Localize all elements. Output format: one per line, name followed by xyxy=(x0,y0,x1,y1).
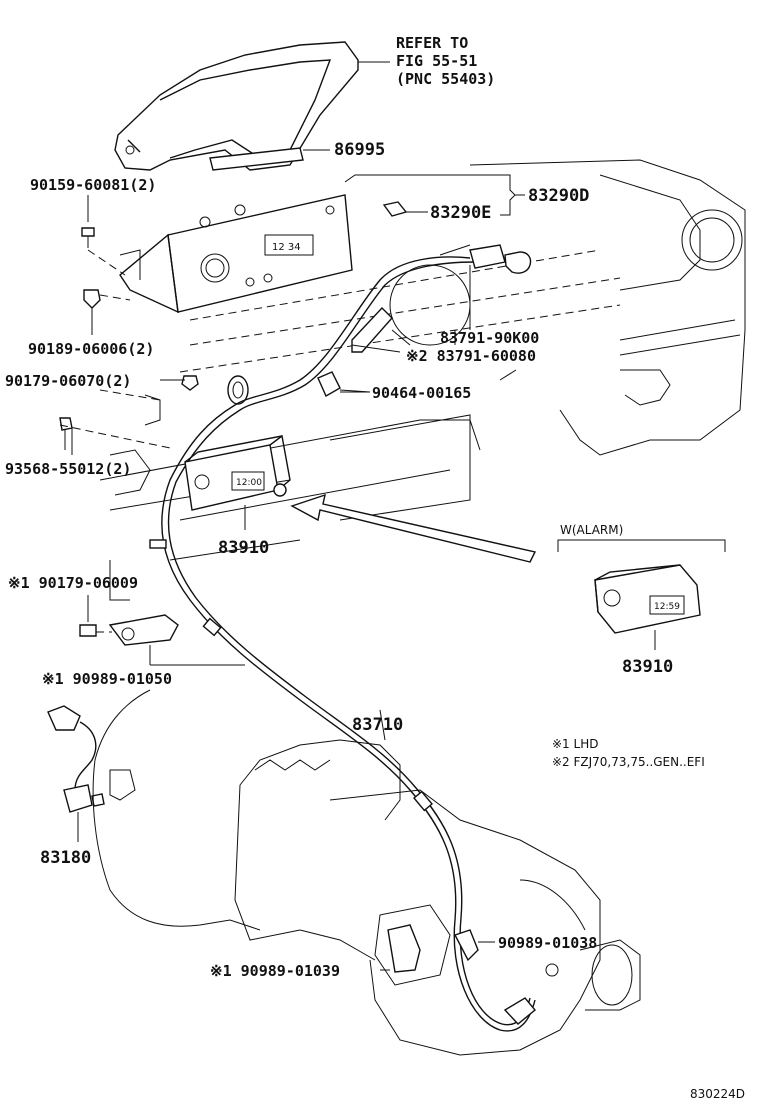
clip-90989-01038 xyxy=(454,929,495,962)
alarm-lcd-text: 12:59 xyxy=(654,602,680,612)
label-90189: 90189-06006(2) xyxy=(28,340,154,358)
meter-83910: 12:00 xyxy=(184,434,291,530)
speedometer-cable xyxy=(161,256,536,1032)
label-90989-01050: ※1 90989-01050 xyxy=(42,670,172,688)
bracket-90989-01050 xyxy=(96,614,245,666)
leader-83290d xyxy=(344,174,525,216)
screw-93568 xyxy=(59,417,73,450)
label-90179-06009: ※1 90179-06009 xyxy=(8,574,138,592)
clip-90464 xyxy=(317,371,371,397)
bolt-90179-06009 xyxy=(79,595,97,637)
screw-90159 xyxy=(81,195,126,276)
labels: REFER TO FIG 55-51 (PNC 55403) 86995 832… xyxy=(5,34,745,1101)
note-2: ※2 FZJ70,73,75..GEN..EFI xyxy=(552,755,705,769)
label-90989-01038: 90989-01038 xyxy=(498,934,597,952)
label-83910-alarm: 83910 xyxy=(622,657,673,677)
clip-90189 xyxy=(83,289,131,335)
figure-code: 830224D xyxy=(690,1087,745,1101)
label-83910-dash: 83910 xyxy=(218,538,269,558)
label-83180: 83180 xyxy=(40,848,91,868)
alarm-bracket xyxy=(557,539,726,552)
meter-83910-alarm: 12:59 xyxy=(594,564,701,650)
refer-line-3: (PNC 55403) xyxy=(396,70,495,88)
label-83791-90k00: 83791-90K00 xyxy=(440,329,539,347)
meter-lcd-text: 12 34 xyxy=(272,242,301,253)
label-alarm: W(ALARM) xyxy=(560,523,623,537)
meter-assembly: 12 34 xyxy=(119,194,353,314)
note-1: ※1 LHD xyxy=(552,737,598,751)
dashboard-outline xyxy=(59,159,746,601)
cable-grommet xyxy=(227,375,249,405)
part-86995 xyxy=(209,147,330,171)
label-90179-06070: 90179-06070(2) xyxy=(5,372,131,390)
transmission-outline xyxy=(92,689,641,1056)
cluster-hood xyxy=(114,41,390,171)
clamp-83791 xyxy=(351,306,411,353)
meter-lcd-83910: 12:00 xyxy=(236,478,262,488)
label-90159: 90159-60081(2) xyxy=(30,176,156,194)
clip-90989-01039 xyxy=(380,924,421,973)
label-86995: 86995 xyxy=(334,140,385,160)
label-83710: 83710 xyxy=(352,715,403,735)
refer-line-2: FIG 55-51 xyxy=(396,52,477,70)
label-90989-01039: ※1 90989-01039 xyxy=(210,962,340,980)
nut-90179-06070 xyxy=(181,375,199,391)
cable-clamp-1 xyxy=(149,539,433,812)
pointer-arrow xyxy=(290,493,537,563)
leader-lines xyxy=(71,244,517,741)
part-83290e xyxy=(382,201,428,217)
label-83290e: 83290E xyxy=(430,203,491,223)
cable-head-lower xyxy=(503,997,536,1025)
sensor-83180 xyxy=(47,705,136,842)
label-93568: 93568-55012(2) xyxy=(5,460,131,478)
label-90464: 90464-00165 xyxy=(372,384,471,402)
refer-line-1: REFER TO xyxy=(396,34,468,52)
label-83791-60080: ※2 83791-60080 xyxy=(406,347,536,365)
cable-head-upper xyxy=(469,244,532,330)
label-83290d: 83290D xyxy=(528,186,589,206)
